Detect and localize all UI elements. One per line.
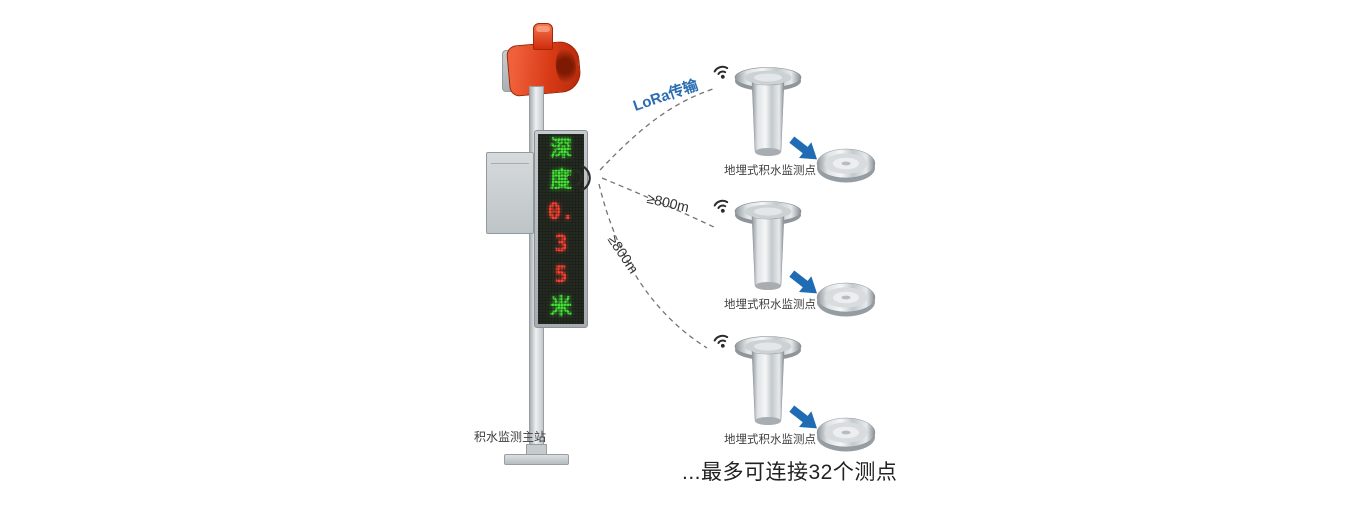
link-curve-1: [599, 87, 717, 171]
led-row: 深: [549, 136, 572, 162]
alarm-strobe-highlight: [536, 26, 550, 32]
monitoring-point-2: 地埋式积水监测点: [703, 190, 903, 338]
link-curve-2: [601, 177, 717, 229]
main-station-label: 积水监测主站: [473, 430, 546, 444]
monitoring-point-label: 地埋式积水监测点: [724, 299, 816, 311]
buried-sensor-cylinder: [734, 201, 802, 290]
radio-signal-icon: [567, 164, 591, 192]
alarm-horn-face: [554, 47, 578, 85]
wifi-icon: [713, 65, 729, 79]
alarm-strobe-light: [533, 23, 553, 50]
sensor-disc: [816, 148, 876, 183]
control-box: [486, 152, 534, 234]
led-display: 深 度 0. 3 5 米: [534, 130, 588, 328]
led-row: 0.: [547, 200, 575, 226]
pole-base-plate: [504, 454, 569, 465]
arrow-icon: [789, 136, 818, 160]
arrow-icon: [789, 405, 818, 429]
wifi-icon: [713, 334, 729, 348]
led-row: 米: [549, 295, 572, 321]
buried-sensor-cylinder: [734, 67, 802, 156]
sensor-disc: [816, 417, 876, 452]
buried-sensor-cylinder: [734, 336, 802, 425]
monitoring-point-1: 地埋式积水监测点: [703, 56, 903, 204]
link-curve-3: [598, 183, 708, 349]
led-row: 5: [554, 263, 568, 289]
arrow-icon: [789, 270, 818, 294]
wifi-icon: [713, 199, 729, 213]
monitoring-point-label: 地埋式积水监测点: [724, 165, 816, 177]
monitoring-point-3: 地埋式积水监测点: [703, 325, 903, 473]
monitoring-point-label: 地埋式积水监测点: [724, 434, 816, 446]
footer-note: ...最多可连接32个测点: [682, 461, 898, 484]
control-box-seam: [491, 163, 529, 164]
sensor-disc: [816, 282, 876, 317]
led-row: 3: [554, 231, 568, 257]
